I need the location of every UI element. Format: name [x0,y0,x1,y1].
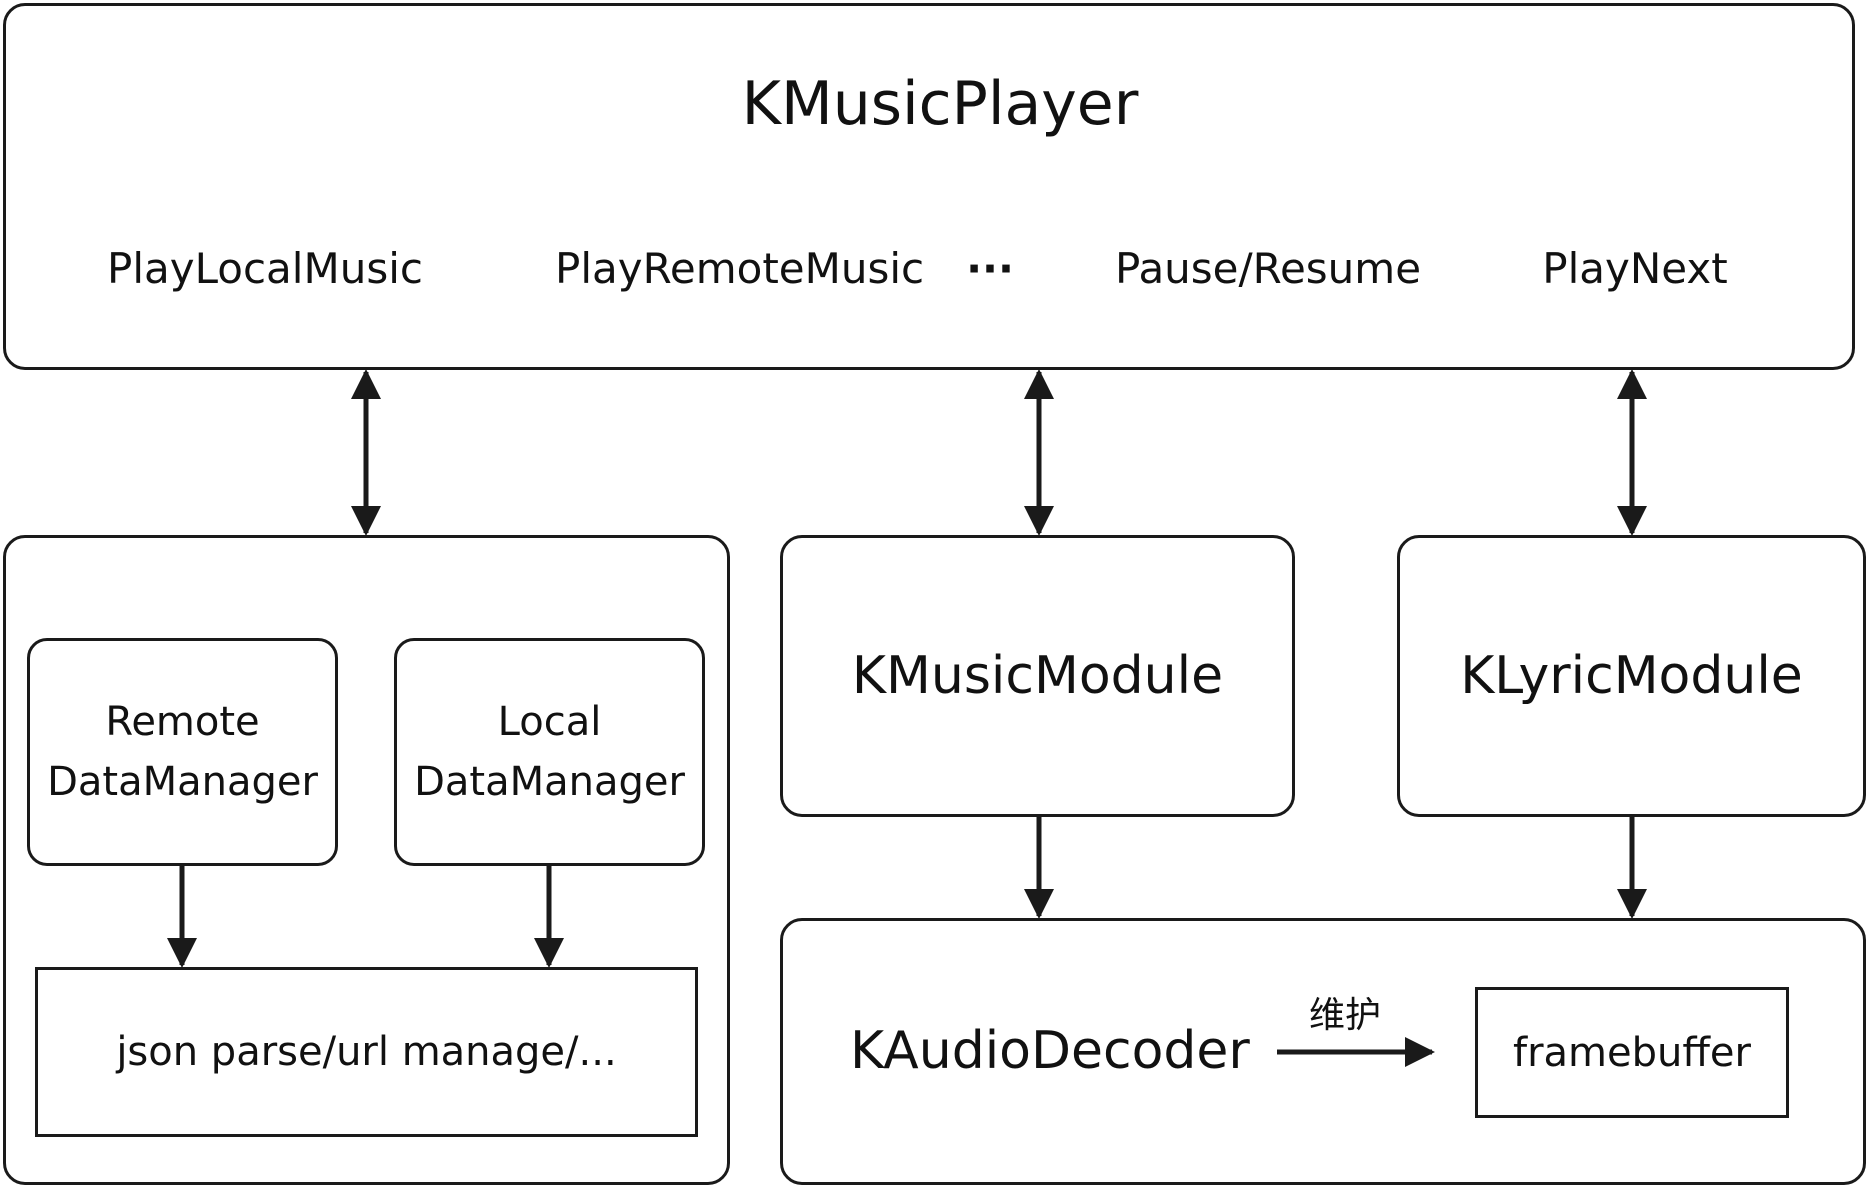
klyricmodule-box: KLyricModule [1397,535,1866,817]
json-parse-box: json parse/url manage/... [35,967,698,1137]
kmusicplayer-title: KMusicPlayer [741,69,1139,139]
klyricmodule-label: KLyricModule [1460,646,1803,706]
framebuffer-box: framebuffer [1475,987,1789,1118]
remote-data-manager-line2: DataManager [47,759,318,805]
local-data-manager-box: Local DataManager [394,638,705,866]
remote-data-manager-box: Remote DataManager [27,638,338,866]
local-data-manager-line2: DataManager [414,759,685,805]
kmusicplayer-box [3,3,1855,370]
framebuffer-label: framebuffer [1513,1029,1751,1076]
function-play-remote-music: PlayRemoteMusic [555,244,925,293]
function-play-next: PlayNext [1542,244,1728,293]
remote-data-manager-line1: Remote [105,699,260,745]
function-pause-resume: Pause/Resume [1115,244,1422,293]
kmusicmodule-label: KMusicModule [851,646,1224,706]
maintain-label: 维护 [1308,995,1381,1036]
function-play-local-music: PlayLocalMusic [107,244,423,293]
kmusicmodule-box: KMusicModule [780,535,1295,817]
json-parse-label: json parse/url manage/... [116,1029,617,1075]
kaudiodecoder-label: KAudioDecoder [850,1021,1250,1081]
function-ellipsis: ··· [966,244,1014,293]
local-data-manager-line1: Local [497,699,602,745]
